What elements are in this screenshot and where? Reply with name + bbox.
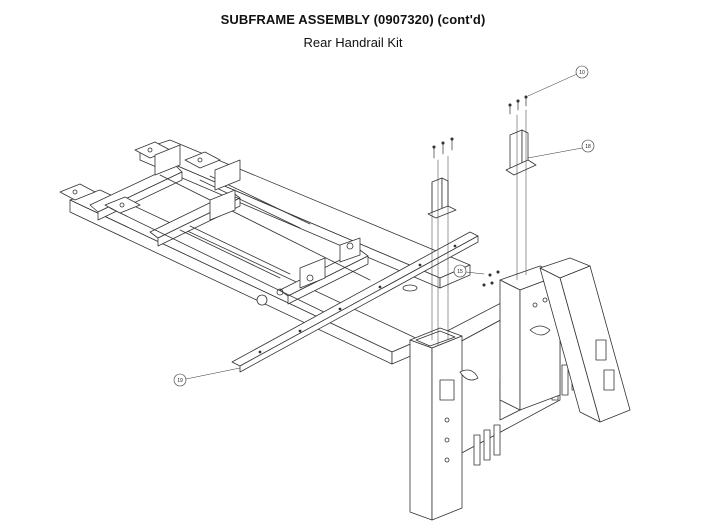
- page-subtitle: Rear Handrail Kit: [303, 35, 403, 50]
- assembly-centerlines: [431, 109, 527, 346]
- mounting-pads: [59, 141, 361, 306]
- callout-15-label: 15: [457, 269, 463, 275]
- callout-10-label: 10: [579, 70, 585, 76]
- callout-15: 15: [453, 264, 485, 278]
- rear-handrail-crossbar: [231, 231, 479, 373]
- callout-19-label: 19: [177, 378, 183, 384]
- right-rear-post: [499, 257, 631, 423]
- callout-18: 18: [527, 139, 595, 159]
- callout-19: 19: [173, 367, 241, 387]
- fasteners: [432, 95, 528, 287]
- callout-18-label: 18: [585, 144, 591, 150]
- left-rear-post: [409, 327, 479, 521]
- handrail-bracket-right: [505, 129, 537, 176]
- callout-10: 10: [527, 65, 589, 97]
- page-title: SUBFRAME ASSEMBLY (0907320) (cont'd): [220, 12, 486, 27]
- subframe-frame: [69, 139, 471, 365]
- handrail-bracket-left: [427, 177, 457, 219]
